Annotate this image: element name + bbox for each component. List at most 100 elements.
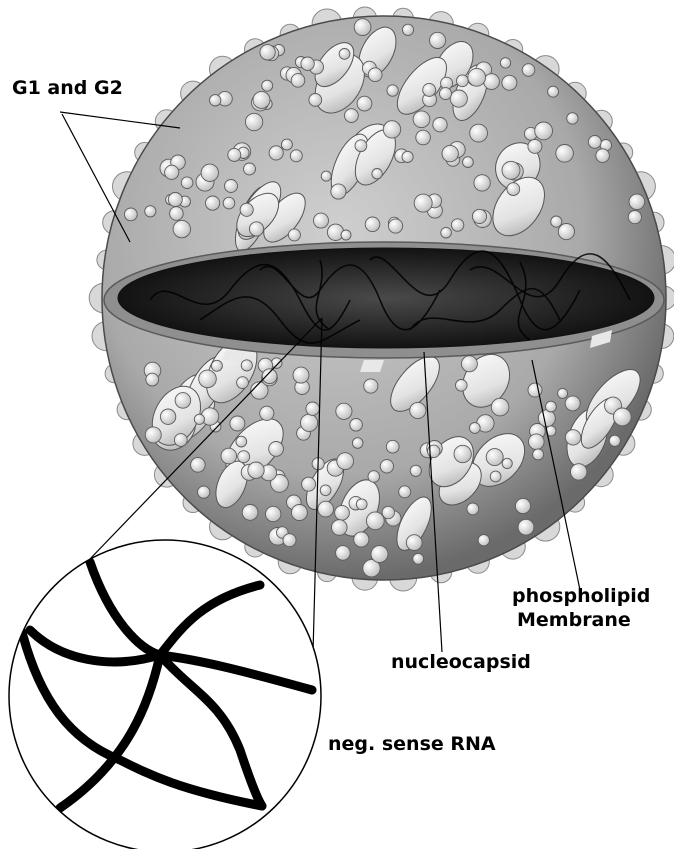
surface-sphere xyxy=(124,208,137,221)
surface-sphere xyxy=(500,58,510,68)
surface-sphere xyxy=(301,414,318,431)
surface-sphere xyxy=(450,90,467,107)
surface-sphere xyxy=(522,64,535,77)
surface-sphere xyxy=(302,477,316,491)
surface-sphere xyxy=(613,408,631,426)
surface-sphere xyxy=(515,498,530,513)
surface-sphere xyxy=(441,227,452,238)
surface-sphere xyxy=(380,460,393,473)
surface-sphere xyxy=(365,217,380,232)
surface-sphere xyxy=(567,113,578,124)
surface-sphere xyxy=(262,369,277,384)
surface-sphere xyxy=(181,177,193,189)
surface-sphere xyxy=(442,145,458,161)
surface-sphere xyxy=(290,150,302,162)
surface-sphere xyxy=(451,219,463,231)
surface-sphere xyxy=(165,165,179,179)
surface-sphere xyxy=(629,194,645,210)
surface-sphere xyxy=(565,396,580,411)
surface-sphere xyxy=(160,409,175,424)
surface-sphere xyxy=(551,216,562,227)
surface-sphere xyxy=(174,434,187,447)
surface-sphere xyxy=(529,434,545,450)
surface-sphere xyxy=(469,423,480,434)
surface-sphere xyxy=(211,360,222,371)
surface-sphere xyxy=(356,499,367,510)
surface-sphere xyxy=(571,464,587,480)
surface-sphere xyxy=(210,95,221,106)
surface-sphere xyxy=(341,230,351,240)
surface-sphere xyxy=(337,453,354,470)
surface-sphere xyxy=(355,140,367,152)
surface-sphere xyxy=(238,451,250,463)
surface-sphere xyxy=(260,406,274,420)
surface-sphere xyxy=(230,416,245,431)
surface-sphere xyxy=(335,505,350,520)
surface-sphere xyxy=(354,19,371,36)
surface-sphere xyxy=(345,109,359,123)
surface-sphere xyxy=(271,358,282,369)
surface-sphere xyxy=(269,146,283,160)
surface-sphere xyxy=(491,398,509,416)
surface-sphere xyxy=(242,505,258,521)
surface-sphere xyxy=(293,367,309,383)
label-membrane: Membrane xyxy=(517,608,631,632)
surface-sphere xyxy=(502,458,512,468)
surface-sphere xyxy=(175,393,191,409)
surface-sphere xyxy=(145,206,156,217)
surface-sphere xyxy=(628,211,641,224)
surface-sphere xyxy=(240,203,253,216)
surface-sphere xyxy=(354,532,369,547)
surface-sphere xyxy=(173,220,190,237)
surface-sphere xyxy=(364,379,378,393)
surface-sphere xyxy=(565,430,580,445)
surface-sphere xyxy=(291,505,307,521)
surface-sphere xyxy=(410,465,421,476)
surface-sphere xyxy=(301,57,314,70)
surface-sphere xyxy=(201,164,218,181)
surface-sphere xyxy=(145,427,161,443)
surface-sphere xyxy=(221,448,237,464)
surface-sphere xyxy=(484,74,500,90)
surface-sphere xyxy=(223,197,235,209)
rna-zoom-inset xyxy=(9,540,321,849)
surface-sphere xyxy=(588,136,601,149)
surface-sphere xyxy=(241,360,252,371)
surface-sphere xyxy=(609,435,620,446)
surface-sphere xyxy=(433,118,447,132)
surface-sphere xyxy=(457,75,469,87)
surface-sphere xyxy=(336,546,351,561)
surface-sphere xyxy=(198,486,210,498)
surface-sphere xyxy=(399,486,411,498)
surface-sphere xyxy=(507,183,520,196)
surface-sphere xyxy=(558,388,568,398)
surface-sphere xyxy=(535,122,553,140)
surface-sphere xyxy=(372,169,382,179)
surface-sphere xyxy=(266,506,281,521)
surface-sphere xyxy=(366,512,384,530)
surface-sphere xyxy=(199,370,217,388)
surface-sphere xyxy=(389,219,403,233)
surface-sphere xyxy=(321,171,331,181)
surface-sphere xyxy=(478,535,489,546)
surface-sphere xyxy=(454,445,471,462)
surface-sphere xyxy=(194,414,204,424)
surface-sphere xyxy=(413,111,430,128)
surface-sphere xyxy=(596,149,610,163)
surface-sphere xyxy=(269,442,284,457)
surface-sphere xyxy=(281,139,292,150)
surface-sphere xyxy=(339,49,350,60)
surface-sphere xyxy=(352,438,363,449)
rna-zoom-circle xyxy=(9,540,321,849)
surface-sphere xyxy=(236,436,247,447)
surface-sphere xyxy=(368,471,380,483)
surface-sphere xyxy=(318,501,334,517)
label-g1-g2: G1 and G2 xyxy=(12,76,123,100)
label-nucleocapsid: nucleocapsid xyxy=(391,650,531,674)
surface-sphere xyxy=(461,356,477,372)
surface-sphere xyxy=(518,519,534,535)
surface-sphere xyxy=(533,449,544,460)
surface-sphere xyxy=(357,96,372,111)
surface-sphere xyxy=(410,402,426,418)
